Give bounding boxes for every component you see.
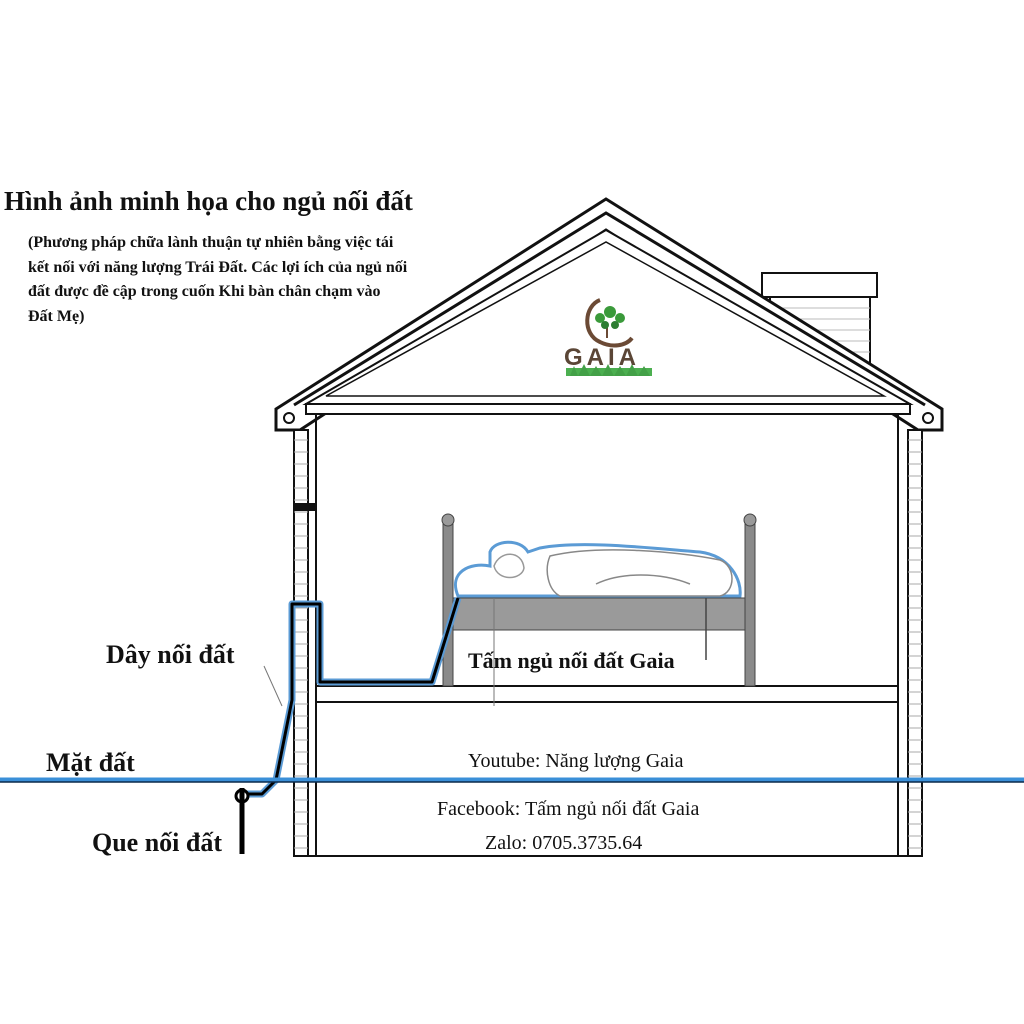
label-sleep-mat: Tấm ngủ nối đất Gaia bbox=[468, 648, 675, 673]
page-title: Hình ảnh minh họa cho ngủ nối đất bbox=[4, 186, 413, 216]
sleeping-person-icon bbox=[454, 540, 742, 598]
gaia-logo-text: GAIA bbox=[564, 344, 640, 371]
bed bbox=[441, 513, 757, 687]
gaia-logo-icon bbox=[566, 298, 652, 376]
contact-youtube: Youtube: Năng lượng Gaia bbox=[468, 750, 684, 772]
house-walls bbox=[293, 403, 923, 857]
contact-zalo: Zalo: 0705.3735.64 bbox=[485, 832, 643, 854]
label-ground-rod: Que nối đất bbox=[92, 828, 223, 857]
label-ground-surface: Mặt đất bbox=[46, 748, 135, 777]
contact-facebook: Facebook: Tấm ngủ nối đất Gaia bbox=[437, 798, 700, 820]
page-subtitle: (Phương pháp chữa lành thuận tự nhiên bằ… bbox=[28, 234, 408, 325]
label-ground-wire: Dây nối đất bbox=[106, 640, 235, 669]
ground-rod bbox=[234, 788, 250, 854]
ground-wire bbox=[244, 596, 495, 798]
